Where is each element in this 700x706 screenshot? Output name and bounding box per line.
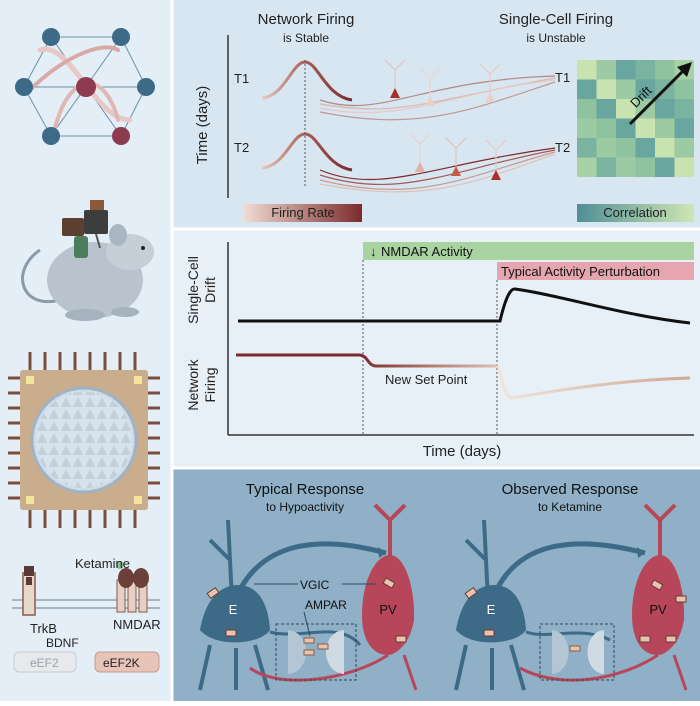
t1-right-label: T1 [555,70,570,85]
t1-left-label: T1 [234,71,249,86]
correlation-cell [596,79,616,99]
pv-neuron-right-label: PV [649,602,667,617]
eef2-label: eEF2 [30,656,59,670]
multi-electrode-array-icon [8,352,160,528]
e-neuron-right-label: E [487,602,496,617]
network-hexagon-icon [15,28,155,145]
drift-arrow-head [677,62,692,77]
correlation-cell [577,157,597,177]
typical-response-circuit [198,503,418,691]
correlation-cell [596,60,616,80]
single-cell-drift-line [238,287,691,325]
perturbation-label: Typical Activity Perturbation [501,264,660,279]
correlation-cell [577,99,597,119]
correlation-cell [596,138,616,158]
time-days-y-axis-label: Time (days) [194,86,211,165]
correlation-cell [635,138,655,158]
correlation-label: Correlation [603,205,667,220]
correlation-cell [635,60,655,80]
correlation-cell [616,157,636,177]
correlation-cell [674,99,694,119]
single-cell-title: Single-Cell Firing [499,11,613,28]
bottom-panel-bg [172,468,700,701]
correlation-cell [655,138,675,158]
correlation-cell [655,99,675,119]
correlation-cell [577,118,597,138]
nmdar-activity-arrow-icon: ↓ [370,244,377,259]
top-neuron-somas [390,88,501,180]
perturbation-bar [497,262,694,280]
firing-rate-label: Firing Rate [271,205,335,220]
network-firing-setpoint-line [359,353,498,368]
network-firing-axis-line2: Firing [202,367,218,402]
observed-response-subtitle: to Ketamine [538,500,602,514]
typical-response-title: Typical Response [246,481,364,498]
mouse-icon [21,200,154,321]
ketamine-label: Ketamine [75,556,130,571]
network-firing-recovery-line [496,365,691,400]
e-neuron-left-label: E [229,602,238,617]
pv-neuron-left-label: PV [379,602,397,617]
single-cell-subtitle: is Unstable [526,31,586,45]
bdnf-label: BDNF [46,636,79,650]
correlation-cell [655,118,675,138]
correlation-cell [616,99,636,119]
drift-arrow [628,62,692,126]
observed-response-title: Observed Response [502,481,639,498]
observed-response-circuit [454,503,688,691]
correlation-cell [674,157,694,177]
correlation-cell [674,79,694,99]
correlation-cell [577,138,597,158]
typical-response-subtitle: to Hypoactivity [266,500,344,514]
correlation-cell [596,118,616,138]
correlation-cell [616,138,636,158]
correlation-cell [674,138,694,158]
correlation-cell [616,79,636,99]
t2-left-label: T2 [234,140,249,155]
correlation-cell [635,118,655,138]
single-cell-drift-axis-line2: Drift [202,277,218,303]
correlation-cell [674,118,694,138]
nmdar-receptor-label: NMDAR [113,617,161,632]
correlation-cell [655,157,675,177]
single-cell-drift-axis-line1: Single-Cell [185,256,201,324]
correlation-cell [616,60,636,80]
network-firing-axis-line1: Network [185,358,201,410]
new-set-point-label: New Set Point [385,372,468,387]
eef2k-label: eEF2K [103,656,140,670]
neuron-projection-lines [319,59,556,193]
correlation-cell [577,60,597,80]
correlation-cell [635,79,655,99]
t2-right-label: T2 [555,140,570,155]
trkb-label: TrkB [30,621,57,636]
time-days-x-axis-label: Time (days) [423,443,502,460]
correlation-cell [635,157,655,177]
ampar-label: AMPAR [305,598,347,612]
correlation-cell [596,157,616,177]
nmdar-activity-label: NMDAR Activity [381,244,473,259]
correlation-cell [596,99,616,119]
network-firing-subtitle: is Stable [283,31,329,45]
correlation-cell [655,60,675,80]
firing-rate-colorbar [244,204,362,222]
receptor-pathway-diagram [12,561,160,673]
correlation-colorbar [577,204,694,222]
vgic-label: VGIC [300,578,330,592]
network-firing-title: Network Firing [258,11,355,28]
correlation-matrix [577,60,694,177]
nmdar-activity-bar [363,242,694,260]
correlation-cell [577,79,597,99]
